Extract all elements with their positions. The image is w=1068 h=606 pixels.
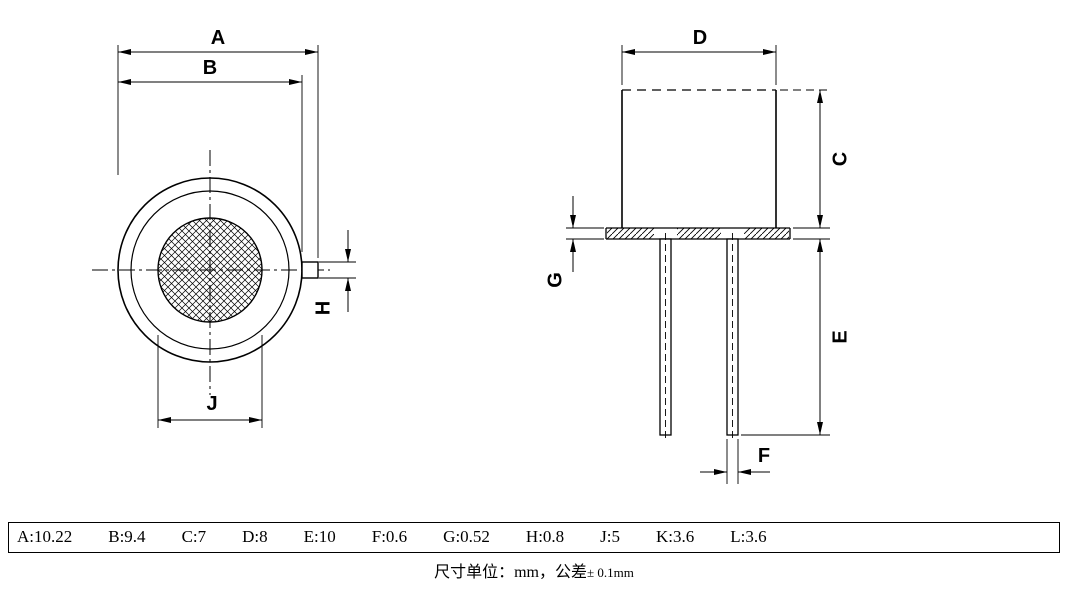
table-entry: F:0.6 (371, 527, 408, 546)
flange-hatch-segment (744, 228, 789, 239)
dimensions-table: A:10.22 B:9.4 C:7 D:8 E:10 F:0.6 G:0.52 … (8, 522, 1060, 553)
dimension-c: C (780, 89, 851, 229)
unit-note: 尺寸单位：mm，公差± 0.1mm (0, 558, 1068, 582)
dimension-b: B (118, 57, 303, 252)
table-entry: H:0.8 (525, 527, 565, 546)
top-view: A B H J (92, 27, 356, 428)
dim-label-d: D (693, 27, 707, 49)
table-entry: E:10 (303, 527, 336, 546)
table-entry: C:7 (181, 527, 207, 546)
dimension-f: F (700, 439, 770, 484)
table-entry: D:8 (242, 527, 268, 546)
mesh-circle (157, 217, 263, 323)
inner-rim-circle (130, 190, 290, 350)
table-entry: A:10.22 (17, 527, 73, 546)
dim-label-b: B (203, 57, 217, 79)
dim-label-j: J (206, 393, 217, 415)
locating-tab (301, 261, 319, 279)
dim-label-h: H (312, 301, 334, 315)
flange (605, 227, 791, 240)
table-entry: J:5 (600, 527, 621, 546)
pins (659, 233, 739, 442)
dimension-h: H (312, 230, 356, 315)
dimension-j: J (157, 335, 263, 428)
technical-drawing: A B H J (92, 27, 851, 484)
dimension-e: E (741, 238, 851, 436)
unit-text: 尺寸单位：mm，公差 (434, 564, 588, 581)
table-entry: K:3.6 (656, 527, 695, 546)
can-body (621, 89, 777, 228)
tolerance-text: ± 0.1mm (587, 565, 634, 580)
dim-label-g: G (544, 272, 566, 288)
side-view: D C E G (544, 27, 851, 484)
table-entry: L:3.6 (730, 527, 767, 546)
dim-label-a: A (211, 27, 225, 49)
dimension-d: D (621, 27, 777, 85)
dim-label-e: E (829, 330, 851, 343)
dimension-a: A (117, 27, 319, 258)
dimension-g: G (544, 196, 604, 288)
table-entry: B:9.4 (108, 527, 146, 546)
dim-label-f: F (758, 445, 770, 467)
flange-hatch-segment (677, 228, 721, 239)
flange-hatch-segment (607, 228, 654, 239)
table-entry: G:0.52 (443, 527, 490, 546)
dim-label-c: C (829, 152, 851, 166)
